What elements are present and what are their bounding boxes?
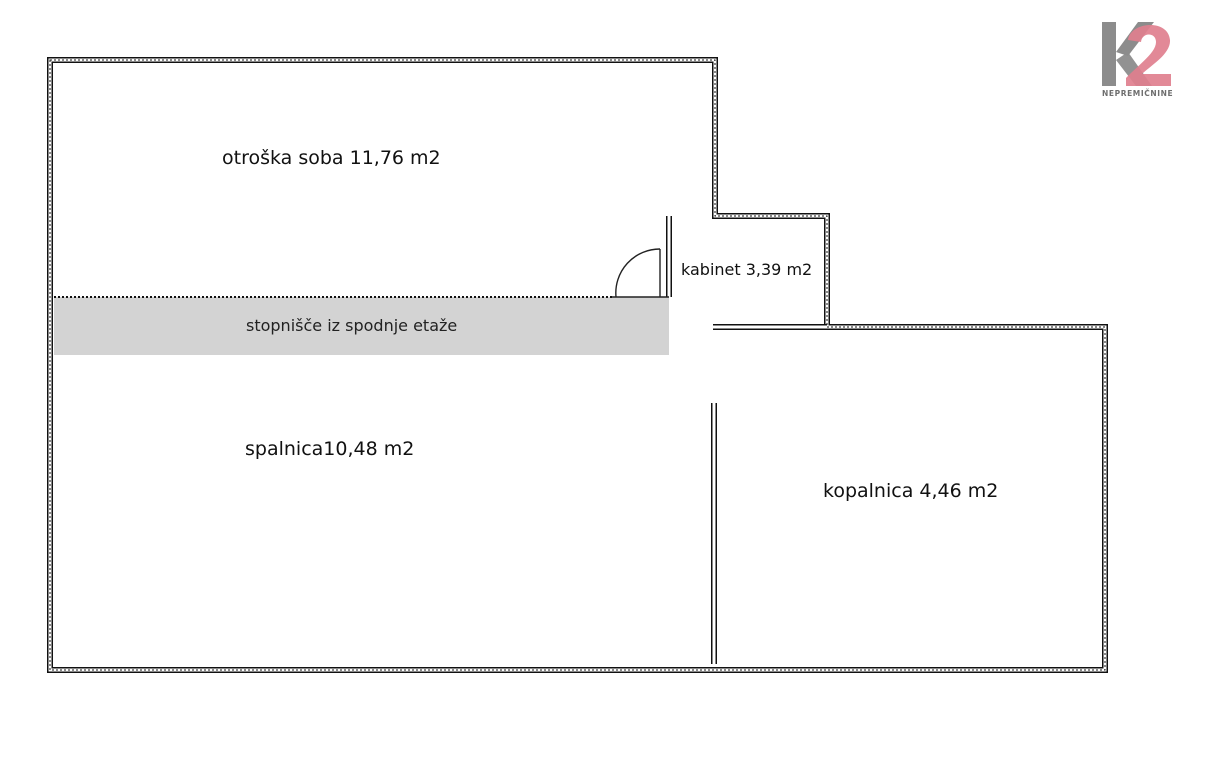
stair-area <box>54 297 669 355</box>
room-label-kabinet: kabinet 3,39 m2 <box>681 260 812 279</box>
room-label-otroska-soba: otroška soba 11,76 m2 <box>222 147 441 169</box>
logo-subtitle: NEPREMIČNINE <box>1102 89 1173 98</box>
interior-walls <box>54 216 827 664</box>
stair-label: stopnišče iz spodnje etaže <box>246 316 457 335</box>
room-label-kopalnica: kopalnica 4,46 m2 <box>823 480 998 502</box>
room-label-spalnica: spalnica10,48 m2 <box>245 438 414 460</box>
k2-logo: NEPREMIČNINE <box>1102 22 1173 98</box>
door-swing <box>615 248 661 298</box>
exterior-walls <box>47 57 1108 673</box>
